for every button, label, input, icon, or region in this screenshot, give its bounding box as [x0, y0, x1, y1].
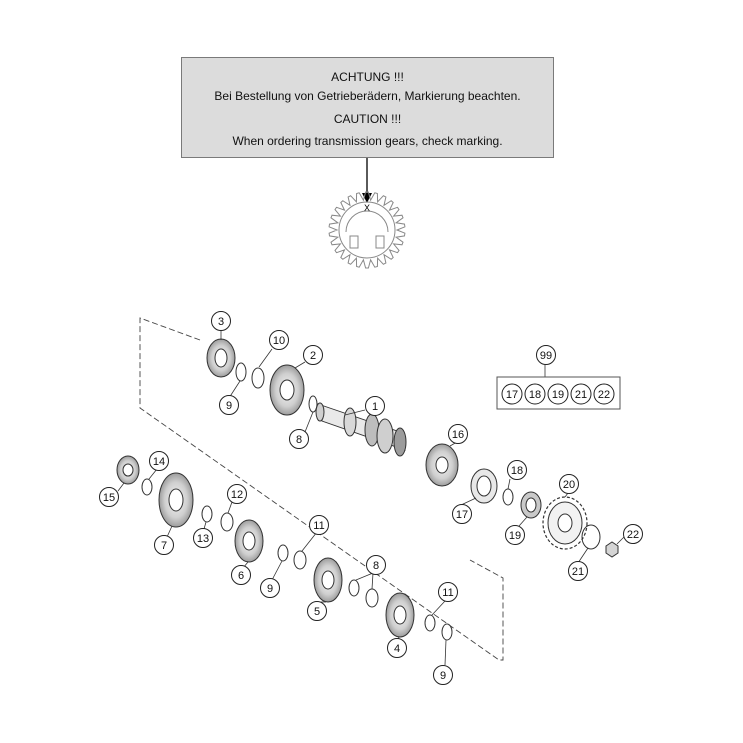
callout-c9b: 9: [260, 578, 280, 598]
callout-label: 19: [509, 530, 521, 542]
callout-c1: 1: [365, 396, 385, 416]
callout-c8a: 8: [289, 429, 309, 449]
gear-2: [269, 364, 305, 416]
callout-label: 99: [540, 350, 552, 362]
callout-c11a: 11: [309, 515, 329, 535]
callout-label: 20: [563, 479, 575, 491]
callout-c20: 20: [559, 474, 579, 494]
callout-c15: 15: [99, 487, 119, 507]
callout-c7: 7: [154, 535, 174, 555]
gear-7: [158, 472, 194, 528]
callout-label: 11: [442, 587, 453, 599]
nut-22: [605, 541, 619, 558]
notice-text-de: Bei Bestellung von Getrieberädern, Marki…: [214, 89, 521, 103]
assembly-outline: [139, 317, 504, 661]
callout-label: 18: [511, 465, 523, 477]
callout-label: 21: [572, 566, 584, 578]
callout-label: 5: [314, 606, 320, 618]
callout-label: 12: [231, 489, 243, 501]
callout-c5: 5: [307, 601, 327, 621]
callout-c18: 18: [507, 460, 527, 480]
leader-lines: [117, 330, 625, 666]
callout-c10: 10: [269, 330, 289, 350]
callout-c12: 12: [227, 484, 247, 504]
notice-title-en: CAUTION !!!: [333, 112, 402, 126]
callout-label: 9: [226, 400, 232, 412]
seal-17: [470, 468, 498, 504]
callout-label: 7: [161, 540, 167, 552]
gear-5: [313, 557, 343, 603]
callout-label: 1: [372, 401, 378, 413]
callout-label: 22: [598, 389, 610, 401]
callout-c14: 14: [149, 451, 169, 471]
callout-label: 18: [529, 389, 541, 401]
gear-3: [206, 338, 236, 378]
callout-c99: 99: [536, 345, 556, 365]
sprocket-20: [542, 496, 588, 550]
notice-title-de: ACHTUNG !!!: [331, 70, 404, 84]
callout-c11b: 11: [438, 582, 458, 602]
callout-k21: 21: [570, 383, 592, 405]
callout-label: 4: [394, 643, 400, 655]
callout-label: 2: [310, 350, 316, 362]
callout-label: 13: [197, 533, 209, 545]
callout-c21: 21: [568, 561, 588, 581]
callout-label: 21: [575, 389, 587, 401]
marking-letter: X: [364, 203, 370, 213]
callout-c4: 4: [387, 638, 407, 658]
callout-label: 19: [552, 389, 564, 401]
callout-label: 3: [218, 316, 224, 328]
bearing-15: [116, 455, 140, 485]
callout-label: 11: [313, 520, 324, 532]
marking-gear-teeth: [328, 191, 406, 269]
callout-label: 15: [103, 492, 115, 504]
callout-c6: 6: [231, 565, 251, 585]
callout-k17: 17: [501, 383, 523, 405]
callout-label: 22: [627, 529, 639, 541]
callout-c16: 16: [448, 424, 468, 444]
gear-6: [234, 519, 264, 563]
callout-c13: 13: [193, 528, 213, 548]
callout-label: 8: [296, 434, 302, 446]
callout-k18: 18: [524, 383, 546, 405]
caution-notice-box: ACHTUNG !!! Bei Bestellung von Getrieber…: [181, 57, 554, 158]
callout-label: 8: [373, 560, 379, 572]
callout-label: 16: [452, 429, 464, 441]
callout-c17: 17: [452, 504, 472, 524]
callout-c19: 19: [505, 525, 525, 545]
marking-gear-illustration: X: [328, 191, 406, 269]
callout-k19: 19: [547, 383, 569, 405]
callout-label: 9: [267, 583, 273, 595]
notice-text-en: When ordering transmission gears, check …: [232, 134, 503, 148]
bearing-16: [425, 443, 459, 487]
callout-label: 9: [440, 670, 446, 682]
callout-c9c: 9: [433, 665, 453, 685]
callout-c3: 3: [211, 311, 231, 331]
callout-c2: 2: [303, 345, 323, 365]
callout-c9a: 9: [219, 395, 239, 415]
bushing-19: [520, 491, 542, 519]
callout-k22: 22: [593, 383, 615, 405]
callout-label: 17: [506, 389, 518, 401]
callout-c22: 22: [623, 524, 643, 544]
main-shaft: [315, 402, 407, 457]
callout-label: 17: [456, 509, 468, 521]
callout-label: 10: [273, 335, 285, 347]
callout-label: 6: [238, 570, 244, 582]
callout-c8b: 8: [366, 555, 386, 575]
gear-4: [385, 592, 415, 638]
callout-label: 14: [153, 456, 165, 468]
